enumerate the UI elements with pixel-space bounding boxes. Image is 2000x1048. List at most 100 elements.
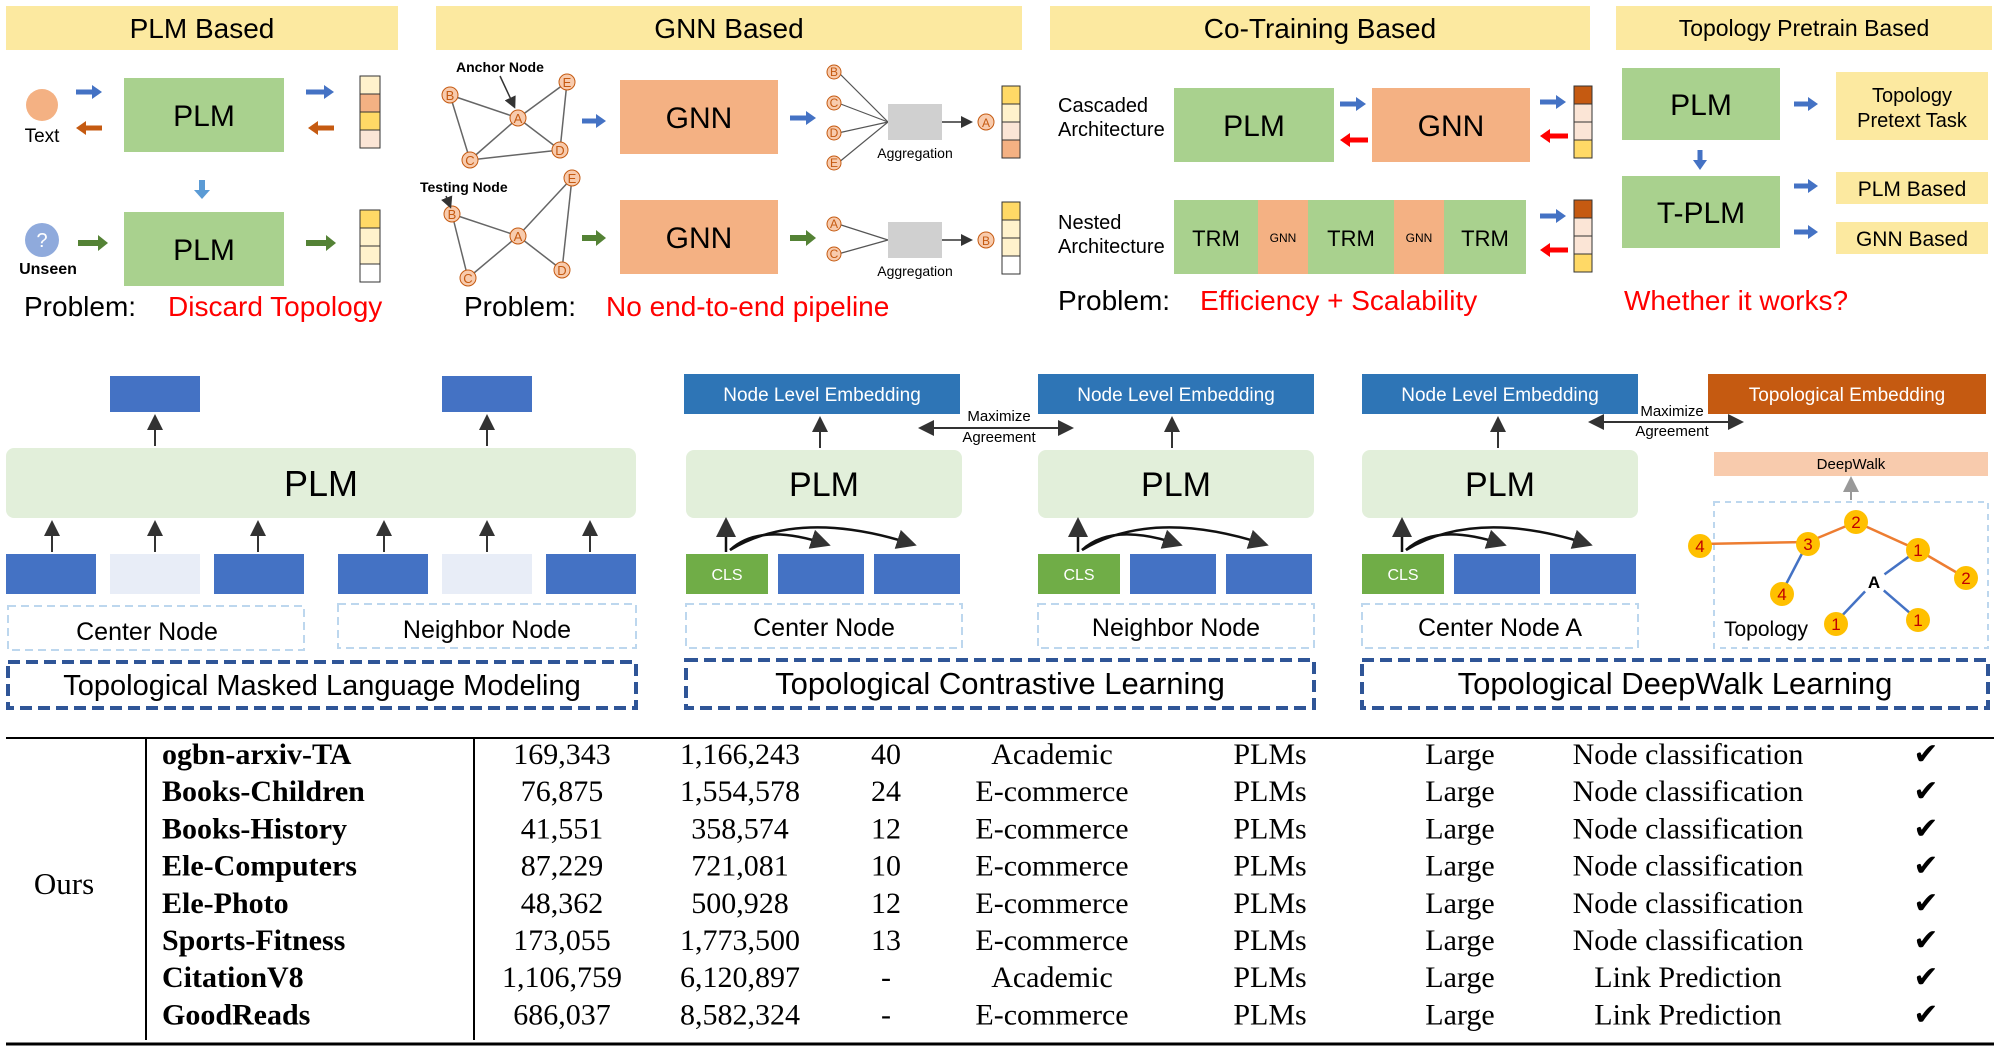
plm-problem-label: Problem: bbox=[24, 291, 136, 322]
check-icon: ✔ bbox=[1913, 998, 1938, 1031]
table-cell-name: GoodReads bbox=[162, 998, 310, 1031]
topology-plm-label: PLM bbox=[1670, 89, 1732, 122]
walk-node-label: 3 bbox=[1803, 535, 1812, 554]
plm-based-title-bg bbox=[6, 6, 398, 50]
aggregation-label: Aggregation bbox=[877, 263, 953, 279]
panel-masked-lm: PLM Center Node Neighbor Node Topologica… bbox=[6, 376, 638, 710]
arrowhead-icon bbox=[596, 114, 606, 128]
node-embedding-box bbox=[684, 374, 960, 414]
table-cell-name: Ele-Photo bbox=[162, 887, 289, 920]
table-cell-domain: E-commerce bbox=[975, 998, 1128, 1031]
cls-token bbox=[1038, 554, 1120, 594]
arrowhead-icon bbox=[1808, 225, 1818, 239]
pretext-task-box bbox=[1836, 72, 1988, 140]
check-icon: ✔ bbox=[1913, 961, 1938, 994]
maximize-label-1: Maximize bbox=[1640, 403, 1703, 420]
topology-edges bbox=[1699, 520, 1967, 623]
token-block bbox=[6, 554, 96, 594]
mlm-plm-label: PLM bbox=[284, 463, 358, 504]
table-cell-scale: Large bbox=[1425, 775, 1494, 808]
aggregation-box bbox=[888, 222, 942, 258]
graph-node-label: B bbox=[982, 234, 990, 248]
node-embedding-box bbox=[1038, 374, 1314, 414]
walk-node-label: 2 bbox=[1961, 569, 1970, 588]
gnn-box-top-label: GNN bbox=[666, 102, 733, 135]
token-block bbox=[1454, 554, 1540, 594]
output-node-icon bbox=[977, 231, 995, 249]
graph-node-label: A bbox=[514, 111, 523, 126]
testing-pointer-icon bbox=[441, 195, 453, 209]
arrowhead-icon bbox=[1556, 95, 1566, 109]
table-cell-edges: 1,773,500 bbox=[680, 924, 800, 957]
table-cell-task: Node classification bbox=[1573, 924, 1804, 957]
walk-node-label: 4 bbox=[1695, 537, 1704, 556]
co-training-problem-text: Efficiency + Scalability bbox=[1200, 285, 1477, 316]
table-cell-classes: 12 bbox=[871, 887, 901, 920]
cascaded-plm-label: PLM bbox=[1223, 110, 1285, 143]
center-node-group bbox=[7, 605, 305, 651]
table-cell-nodes: 686,037 bbox=[513, 998, 611, 1031]
table-cell-classes: 13 bbox=[871, 924, 901, 957]
node-embedding-label: Node Level Embedding bbox=[1401, 385, 1599, 406]
table-cell-edges: 500,928 bbox=[691, 887, 789, 920]
graph-node-label: C bbox=[465, 153, 474, 168]
table-cell-edges: 1,554,578 bbox=[680, 775, 800, 808]
maximize-label-2: Agreement bbox=[962, 429, 1036, 446]
table-cell-scale: Large bbox=[1425, 961, 1494, 994]
output-embedding-neighbor bbox=[442, 376, 532, 412]
mlm-tokens bbox=[6, 554, 636, 594]
mlm-center-label: Center Node bbox=[76, 618, 218, 646]
cascaded-plm-box bbox=[1174, 88, 1334, 162]
table-cell-domain: E-commerce bbox=[975, 775, 1128, 808]
cascaded-label-1: Cascaded bbox=[1058, 95, 1148, 117]
arrowhead-icon bbox=[596, 230, 606, 246]
tplm-label: T-PLM bbox=[1657, 197, 1745, 230]
trm-block bbox=[1444, 200, 1526, 274]
gnn-problem-label: Problem: bbox=[464, 291, 576, 322]
plm-box-top bbox=[124, 78, 284, 152]
graph-node-label: C bbox=[463, 271, 472, 286]
mlm-title-frame bbox=[6, 660, 638, 710]
table-cell-scale: Large bbox=[1425, 738, 1494, 771]
graph-node-label: B bbox=[446, 88, 455, 103]
arrowhead-icon bbox=[194, 190, 210, 199]
nested-gnn-block bbox=[1394, 200, 1444, 274]
cascaded-gnn-box bbox=[1372, 88, 1530, 162]
nested-label-2: Architecture bbox=[1058, 236, 1165, 258]
panel-plm-based: PLM Based Text PLM ? Unseen PLM bbox=[6, 6, 398, 322]
aggregation-box bbox=[888, 104, 942, 140]
nested-label-1: Nested bbox=[1058, 212, 1121, 234]
check-icon: ✔ bbox=[1913, 775, 1938, 808]
text-node-label: Text bbox=[25, 126, 61, 147]
trm-block bbox=[1308, 200, 1394, 274]
table-cell-nodes: 41,551 bbox=[521, 812, 604, 845]
table-cell-domain: E-commerce bbox=[975, 850, 1128, 883]
topology-question: Whether it works? bbox=[1624, 285, 1848, 316]
arrowhead-icon bbox=[98, 235, 108, 251]
anchor-pointer-icon bbox=[499, 75, 516, 109]
table-cell-task: Link Prediction bbox=[1594, 961, 1781, 994]
plm-based-title: PLM Based bbox=[130, 13, 275, 44]
anchor-node-label: Anchor Node bbox=[456, 59, 544, 75]
panel-contrastive: Node Level Embedding Node Level Embeddin… bbox=[684, 374, 1316, 710]
cascaded-label-2: Architecture bbox=[1058, 119, 1165, 141]
nested-gnn-label: GNN bbox=[1270, 231, 1297, 245]
deepwalk-label: DeepWalk bbox=[1817, 456, 1886, 473]
table-cell-name: ogbn-arxiv-TA bbox=[162, 738, 352, 771]
arrowhead-icon bbox=[1356, 97, 1366, 111]
pretext-task-line-1: Topology bbox=[1872, 85, 1952, 107]
table-cell-nodes: 173,055 bbox=[513, 924, 611, 957]
token-block bbox=[546, 554, 636, 594]
embedding-vector-icon bbox=[359, 209, 381, 283]
table-cell-domain: E-commerce bbox=[975, 812, 1128, 845]
plm-problem-text: Discard Topology bbox=[168, 291, 382, 322]
topology-plm-box bbox=[1622, 68, 1780, 140]
co-training-title: Co-Training Based bbox=[1204, 13, 1436, 44]
maximize-label-1: Maximize bbox=[967, 408, 1030, 425]
walk-node-label: 4 bbox=[1777, 585, 1786, 604]
table-cell-nodes: 48,362 bbox=[521, 887, 604, 920]
contrastive-center-label: Center Node bbox=[753, 614, 895, 642]
